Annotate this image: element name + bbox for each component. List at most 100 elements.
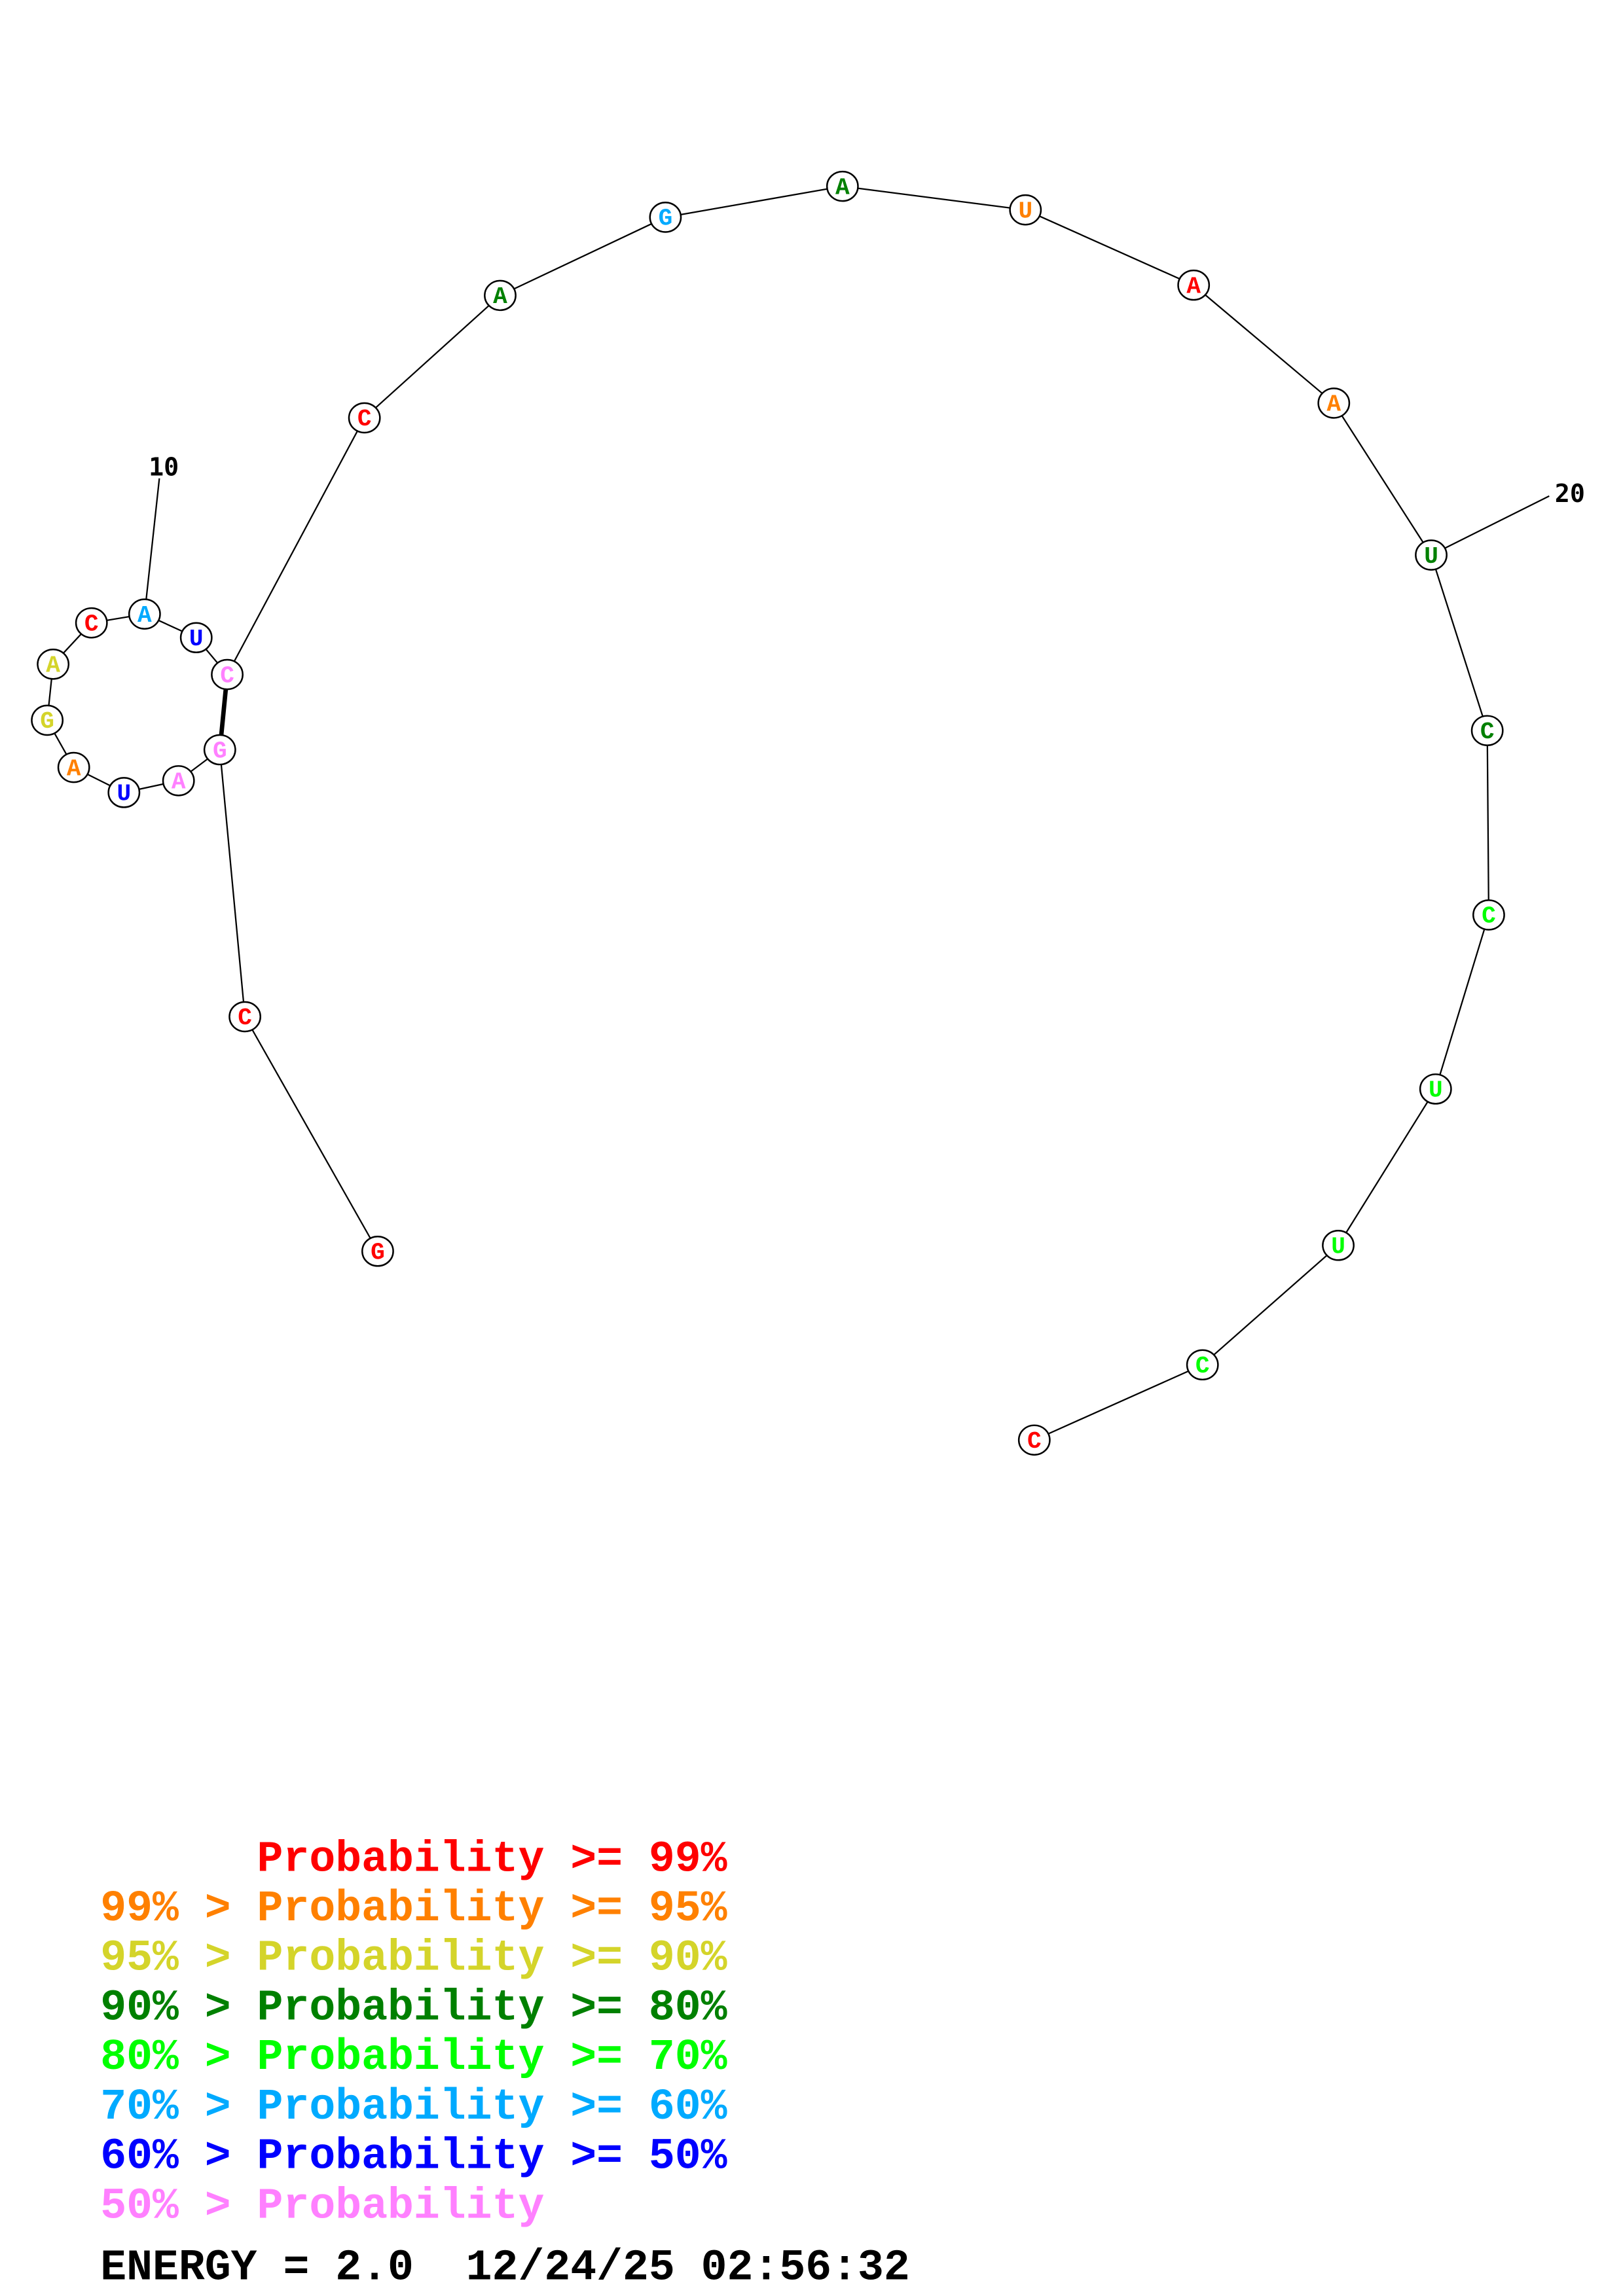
nucleotide-letter: C: [84, 611, 99, 637]
backbone-bond: [1201, 1244, 1339, 1366]
nucleotide-circle: [203, 734, 236, 766]
nucleotide-circle: [128, 598, 161, 630]
nucleotide: A: [1317, 387, 1351, 419]
nucleotide: A: [128, 598, 161, 630]
backbone-bond: [1025, 209, 1194, 286]
nucleotide: G: [361, 1235, 394, 1267]
nucleotide: G: [649, 202, 682, 233]
energy-footer: ENERGY = 2.0 12/24/25 02:56:32: [100, 2244, 910, 2293]
backbone-bond: [363, 295, 501, 419]
nucleotide-circle: [1472, 899, 1505, 931]
legend-entry: 70% > Probability >= 60%: [100, 2083, 727, 2132]
nucleotide-circle: [1317, 387, 1351, 419]
backbone-bond: [1434, 914, 1489, 1090]
nucleotide-letter: U: [1424, 543, 1438, 570]
nucleotide-letter: C: [238, 1005, 252, 1031]
nucleotide-letter: A: [1326, 391, 1341, 418]
nucleotide-letter: U: [1018, 198, 1032, 224]
nucleotide-letter: G: [40, 708, 54, 735]
nucleotide-letter: G: [659, 206, 673, 232]
nucleotide-circle: [1009, 194, 1042, 226]
backbone-bond: [500, 216, 666, 296]
nucleotide-circle: [37, 649, 70, 680]
nucleotide-circle: [484, 279, 517, 312]
nucleotide: C: [1470, 715, 1504, 746]
nucleotide-circle: [162, 765, 195, 797]
nucleotide: C: [211, 658, 244, 691]
nucleotide-circle: [57, 751, 90, 783]
nucleotide: A: [484, 279, 517, 312]
nucleotide: G: [31, 704, 64, 736]
nucleotide-letter: A: [1186, 273, 1201, 300]
legend-entry: 60% > Probability >= 50%: [100, 2132, 727, 2181]
backbone-bond: [227, 417, 365, 675]
nucleotide-letter: U: [1429, 1077, 1443, 1104]
nucleotide: C: [1472, 899, 1505, 931]
backbone-bond: [1338, 1088, 1436, 1246]
backbone-bond: [1034, 1364, 1203, 1441]
nucleotide: U: [1009, 194, 1042, 226]
nucleotide: G: [203, 734, 236, 766]
nucleotide-letter: A: [137, 602, 152, 629]
energy-value: ENERGY = 2.0: [100, 2244, 414, 2293]
nucleotide: A: [162, 765, 195, 797]
position-label: 10: [149, 452, 179, 482]
nucleotide-circle: [649, 202, 682, 233]
nucleotide-letter: U: [117, 781, 131, 808]
legend-entry: 80% > Probability >= 70%: [100, 2033, 727, 2082]
nucleotide-letter: A: [835, 174, 850, 201]
nucleotide-letter: C: [1027, 1428, 1042, 1455]
nucleotide: A: [37, 649, 70, 680]
nucleotide: C: [1186, 1349, 1219, 1381]
legend-entry: 50% > Probability: [100, 2181, 544, 2231]
nucleotide-letter: C: [1482, 903, 1496, 930]
nucleotide-letter: A: [46, 653, 60, 679]
nucleotide: C: [228, 1001, 262, 1033]
backbone-bond: [842, 185, 1026, 211]
nucleotide-circle: [826, 170, 859, 202]
nucleotide-letter: C: [220, 662, 234, 689]
nucleotide-circle: [1322, 1229, 1355, 1261]
backbone-bond: [1193, 284, 1335, 404]
backbone-bond: [219, 749, 246, 1017]
nucleotide-circle: [1186, 1349, 1219, 1381]
nucleotide-letter: U: [189, 626, 204, 653]
nucleotide-circle: [1415, 539, 1448, 571]
nucleotide-circle: [1017, 1424, 1051, 1456]
nucleotide: A: [57, 751, 90, 783]
position-label: 20: [1555, 479, 1585, 509]
nucleotide: U: [107, 777, 141, 808]
nucleotide: U: [1322, 1229, 1355, 1261]
backbone-bond: [1486, 730, 1490, 915]
position-labels: 10 20: [143, 452, 1585, 615]
nucleotide-letter: G: [371, 1240, 385, 1266]
backbone-bonds: [46, 185, 1490, 1441]
nucleotide: A: [1177, 269, 1211, 301]
nucleotide-letter: C: [1195, 1353, 1210, 1380]
nucleotide-letter: C: [1480, 719, 1495, 745]
nucleotide-circle: [1177, 269, 1211, 301]
nucleotide-circle: [75, 607, 108, 639]
probability-legend: Probability >= 99%99% > Probability >= 9…: [100, 1835, 727, 2231]
nucleotide-letter: A: [67, 755, 81, 782]
nucleotide-letter: U: [1331, 1233, 1345, 1260]
nucleotide-letter: A: [493, 283, 507, 310]
nucleotide-circle: [31, 704, 64, 736]
timestamp: 12/24/25 02:56:32: [466, 2244, 910, 2293]
nucleotide-circle: [179, 622, 213, 654]
nucleotide: U: [1419, 1073, 1452, 1105]
nucleotide-letter: G: [213, 738, 227, 764]
nucleotide: C: [348, 402, 381, 434]
legend-entry: 99% > Probability >= 95%: [100, 1884, 727, 1933]
legend-entry: Probability >= 99%: [100, 1835, 727, 1884]
nucleotide-circle: [211, 658, 244, 691]
nucleotide-circle: [348, 402, 381, 434]
backbone-bond: [665, 185, 843, 219]
nucleotide: U: [179, 622, 213, 654]
nucleotide-letter: C: [357, 406, 372, 433]
position-tick: [1431, 495, 1550, 556]
backbone-bond: [244, 1016, 378, 1252]
backbone-bond: [1333, 403, 1432, 556]
